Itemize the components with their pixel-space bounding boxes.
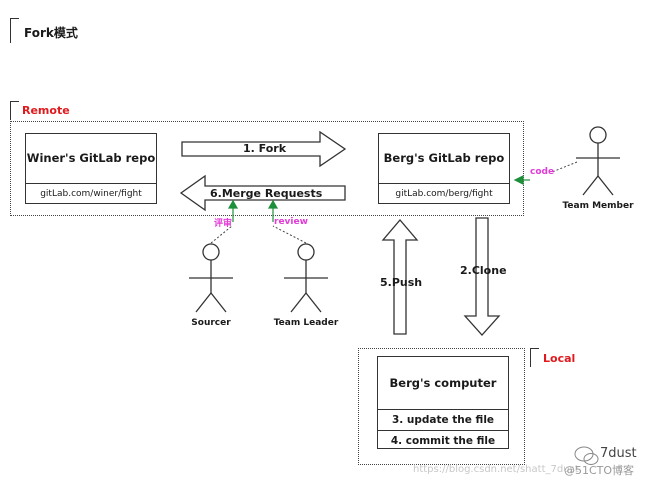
- team-member-label: Team Member: [562, 201, 634, 211]
- step-commit: 4. commit the file: [378, 430, 508, 451]
- code-annotation: code: [530, 167, 555, 177]
- remote-zone: [10, 121, 524, 216]
- title-bracket: [10, 18, 19, 43]
- berg-repo-title: Berg's GitLab repo: [383, 151, 505, 165]
- fork-arrow: [181, 130, 347, 168]
- blog-watermark: @51CTO博客: [564, 464, 635, 477]
- csdn-watermark: https://blog.csdn.net/shatt_7dust: [413, 464, 579, 475]
- fork-label: 1. Fork: [243, 142, 287, 155]
- berg-computer-title: Berg's computer: [389, 376, 497, 390]
- berg-computer-box: Berg's computer 3. update the file 4. co…: [377, 356, 509, 449]
- clone-label: 2.Clone: [460, 264, 507, 277]
- review-pointer-icon: [267, 199, 279, 209]
- winer-repo-title: Winer's GitLab repo: [26, 151, 156, 165]
- sourcer-actor-icon: [189, 243, 233, 313]
- team-leader-label: Team Leader: [273, 318, 339, 328]
- berg-repo-url: gitLab.com/berg/fight: [379, 183, 509, 205]
- local-bracket: [530, 348, 539, 367]
- local-zone: [358, 348, 525, 465]
- berg-repo-box: Berg's GitLab repo gitLab.com/berg/fight: [378, 133, 510, 204]
- team-member-actor-icon: [576, 126, 620, 196]
- team-leader-actor-icon: [284, 243, 328, 313]
- step-update: 3. update the file: [378, 409, 508, 430]
- clone-arrow: [463, 217, 501, 336]
- code-pointer-icon: [513, 175, 524, 185]
- comment-pointer-icon: [227, 199, 239, 209]
- wechat-name: 7dust: [600, 446, 637, 461]
- sourcer-label: Sourcer: [191, 318, 231, 328]
- winer-repo-url: gitLab.com/winer/fight: [26, 183, 156, 205]
- merge-arrow: [179, 174, 346, 212]
- page-title: Fork模式: [24, 26, 78, 40]
- winer-repo-box: Winer's GitLab repo gitLab.com/winer/fig…: [25, 133, 157, 204]
- review-annotation: review: [274, 217, 308, 227]
- remote-label: Remote: [22, 104, 70, 117]
- local-label: Local: [543, 352, 576, 365]
- comment-annotation: 评审: [214, 219, 233, 229]
- wechat-icon: [574, 446, 599, 465]
- merge-label: 6.Merge Requests: [210, 187, 323, 200]
- remote-bracket: [10, 101, 19, 120]
- push-label: 5.Push: [380, 276, 423, 289]
- push-arrow: [381, 218, 419, 335]
